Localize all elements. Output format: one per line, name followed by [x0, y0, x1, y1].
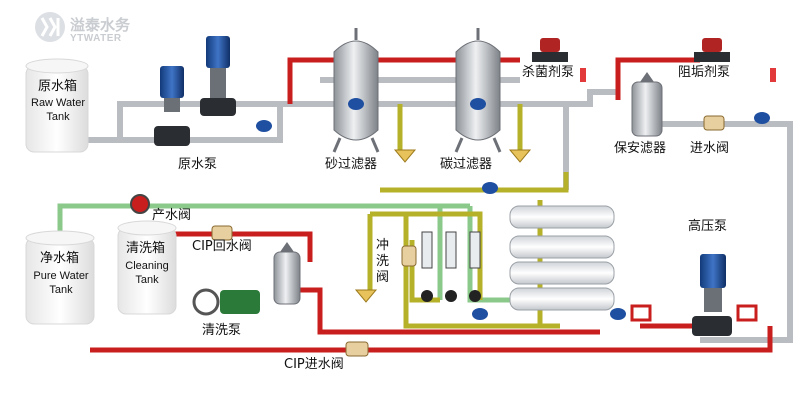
ro-membrane-array [509, 205, 615, 311]
raw-water-tank-label-en2: Tank [46, 111, 70, 123]
cleaning-pump-label: 清洗泵 [202, 323, 242, 338]
pure-water-tank-shape [25, 230, 95, 325]
pure-water-tank-label-en2: Tank [49, 284, 73, 296]
high-pressure-pump-label: 高压泵 [688, 219, 728, 234]
cleaning-tank-label-en2: Tank [135, 274, 159, 286]
raw-pump-2-icon [200, 36, 236, 116]
cip-inlet-valve-icon [345, 341, 369, 357]
cip-return-valve-icon [211, 225, 233, 241]
sterilant-pump-icon [532, 38, 586, 82]
logo-name: 溢泰水务 [70, 16, 131, 34]
raw-pump-label: 原水泵 [178, 157, 218, 172]
raw-water-tank-shape [25, 58, 89, 153]
high-pressure-pump-icon [692, 254, 732, 336]
red-pipes [90, 57, 773, 353]
pure-water-tank-label-en1: Pure Water [33, 270, 89, 282]
cleaning-filter-vessel [273, 242, 301, 305]
cip-return-valve-label: CIP回水阀 [192, 239, 252, 254]
product-valve-icon [130, 194, 150, 214]
pressure-switch-icons [630, 304, 758, 322]
flush-valve-label: 冲洗阀 [376, 238, 390, 285]
sterilant-pump-label: 杀菌剂泵 [522, 65, 575, 80]
flush-valve-icon [401, 245, 417, 267]
cleaning-tank-label-cn: 清洗箱 [126, 241, 166, 256]
security-filter-vessel [631, 72, 663, 137]
carbon-filter-vessel [454, 28, 502, 153]
sand-filter-vessel [332, 28, 380, 153]
inlet-valve-icon [703, 115, 725, 131]
raw-water-tank-label-en1: Raw Water [31, 97, 85, 109]
antiscalant-pump-label: 阻垢剂泵 [678, 65, 731, 80]
cleaning-tank-label-en1: Cleaning [125, 260, 169, 272]
antiscalant-pump-icon [694, 38, 776, 82]
raw-water-tank-label-cn: 原水箱 [38, 79, 78, 94]
cleaning-tank-shape [117, 220, 177, 315]
logo-sub: YTWATER [70, 33, 122, 44]
drain-funnels [354, 149, 532, 303]
sand-filter-label: 砂过滤器 [325, 157, 378, 172]
security-filter-label: 保安滤器 [614, 141, 667, 156]
flow-meters [421, 231, 481, 302]
ytwater-logo-icon [35, 12, 65, 42]
valve-icons [256, 98, 770, 320]
product-valve-label: 产水阀 [152, 208, 192, 223]
cip-inlet-valve-label: CIP进水阀 [284, 357, 344, 372]
carbon-filter-label: 碳过滤器 [440, 157, 493, 172]
raw-pump-1-icon [154, 66, 190, 146]
cleaning-pump-icon [192, 288, 260, 316]
pure-water-tank-label-cn: 净水箱 [40, 251, 80, 266]
inlet-valve-label: 进水阀 [690, 141, 730, 156]
